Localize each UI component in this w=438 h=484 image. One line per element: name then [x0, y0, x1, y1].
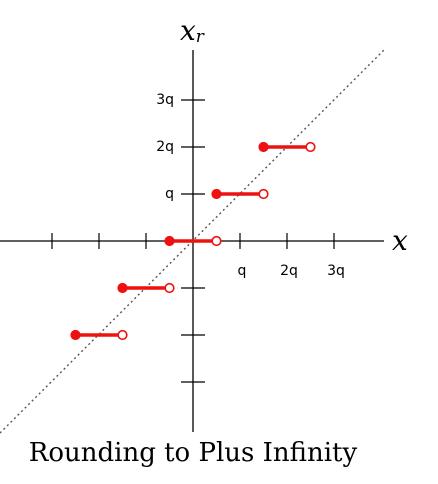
y-tick-label-q: q: [165, 186, 174, 202]
step-segments: [70, 141, 316, 341]
open-endpoint: [117, 329, 128, 341]
x-axis-label: x: [392, 224, 408, 257]
diagram-caption: Rounding to Plus Infinity: [29, 438, 358, 468]
open-endpoint: [258, 188, 269, 200]
x-tick-label-2q: 2q: [280, 263, 298, 279]
closed-endpoint: [258, 141, 269, 153]
closed-endpoint: [211, 188, 222, 200]
y-axis-label: xr: [180, 14, 205, 47]
y-tick-label-2q: 2q: [156, 139, 174, 155]
axis-ticks: [51, 99, 335, 383]
open-endpoint: [164, 282, 175, 294]
closed-endpoint: [164, 235, 175, 247]
x-tick-label-q: q: [238, 263, 247, 279]
open-endpoint: [211, 235, 222, 247]
y-tick-label-3q: 3q: [156, 92, 174, 108]
x-tick-label-3q: 3q: [327, 263, 345, 279]
y-axis-label-subscript: r: [196, 27, 205, 47]
open-endpoint: [305, 141, 316, 153]
closed-endpoint: [70, 329, 81, 341]
closed-endpoint: [117, 282, 128, 294]
